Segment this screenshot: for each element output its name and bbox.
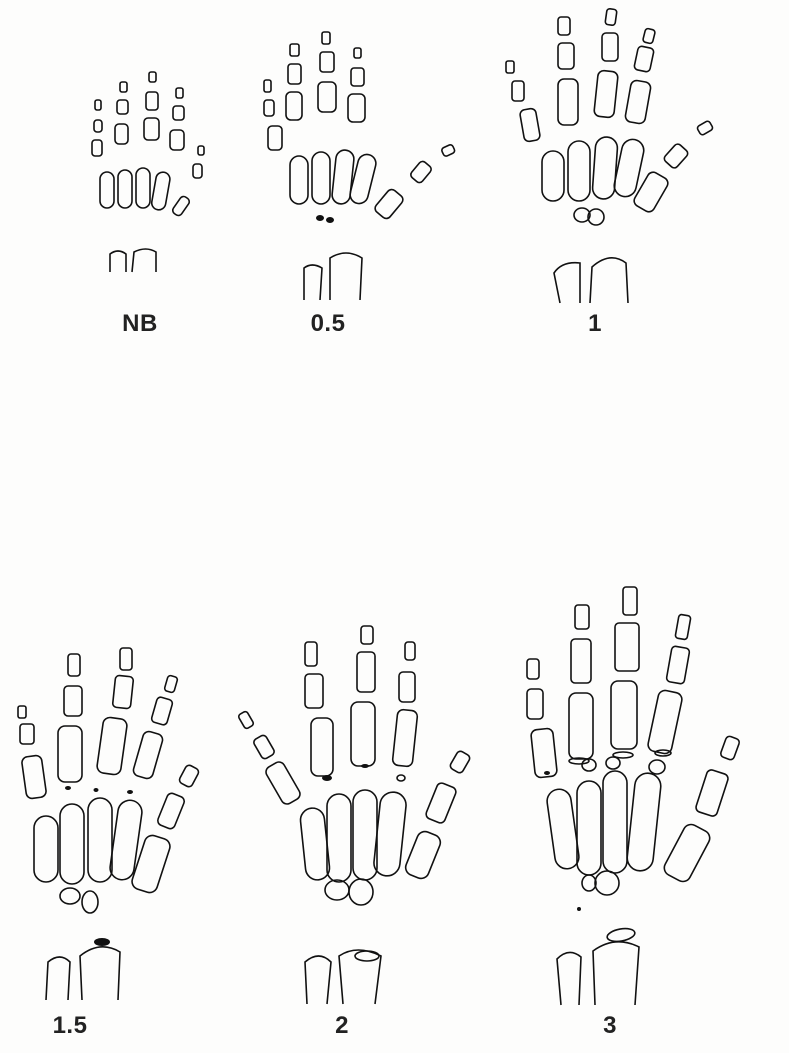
radius-ulna [557, 927, 639, 1005]
panel-label-2: 2 [282, 1012, 402, 1040]
hand-xray-drawing-0-5 [250, 30, 470, 310]
panel-label-1-5: 1.5 [10, 1012, 130, 1040]
radius-ulna [305, 950, 381, 1004]
radius-ulna [554, 258, 628, 303]
panel-label-0-5: 0.5 [268, 310, 388, 338]
hand-xray-drawing-3 [505, 575, 765, 1010]
metacarpals [290, 149, 378, 223]
phalanges [18, 648, 200, 895]
hand-xray-drawing-1 [500, 5, 730, 310]
panel-label-1: 1 [535, 310, 655, 338]
metacarpals [34, 798, 143, 913]
hand-xray-drawing-1-5 [10, 640, 220, 1010]
metacarpals [542, 136, 646, 225]
hand-xray-drawing-2 [235, 620, 485, 1010]
panel-label-nb: NB [80, 310, 200, 338]
phalanges [238, 626, 471, 881]
hand-xray-drawing-nb [70, 60, 230, 280]
radius-ulna [110, 249, 156, 272]
radius-ulna [304, 253, 362, 300]
phalanges [92, 72, 204, 178]
phalanges [264, 32, 456, 221]
metacarpals [299, 790, 407, 905]
metacarpals [100, 168, 191, 217]
phalanges [506, 8, 714, 214]
phalanges [527, 587, 740, 884]
metacarpals [546, 757, 665, 911]
radius-ulna [46, 938, 120, 1000]
panel-label-3: 3 [550, 1012, 670, 1040]
